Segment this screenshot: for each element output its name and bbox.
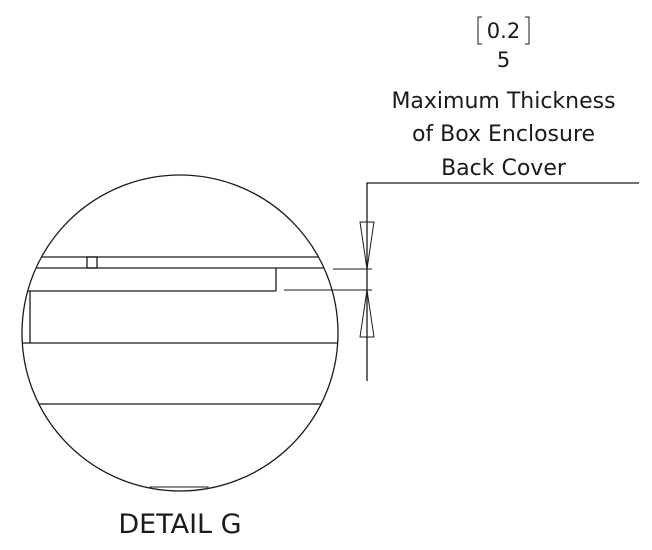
dimension-arrows [359, 221, 375, 338]
left-bracket [477, 16, 482, 45]
cover-notch [86, 256, 98, 269]
note-line-1: Maximum Thickness [391, 89, 615, 114]
detail-label: DETAIL G [118, 509, 241, 540]
alt-dimension-value: 0.2 [487, 19, 520, 43]
detail-circle [21, 174, 339, 492]
dimension-annotation: 0.2 5 Maximum Thickness of Box Enclosure… [391, 16, 616, 181]
arrow-down [359, 221, 375, 270]
note-line-2: of Box Enclosure [412, 122, 595, 147]
arrow-up [359, 289, 375, 338]
note-line-3: Back Cover [441, 156, 567, 181]
right-bracket [525, 16, 530, 45]
detail-section-lines [22, 256, 338, 491]
leader-line [366, 182, 639, 381]
dimension-value: 5 [497, 48, 510, 72]
detail-circle-group [21, 174, 339, 492]
